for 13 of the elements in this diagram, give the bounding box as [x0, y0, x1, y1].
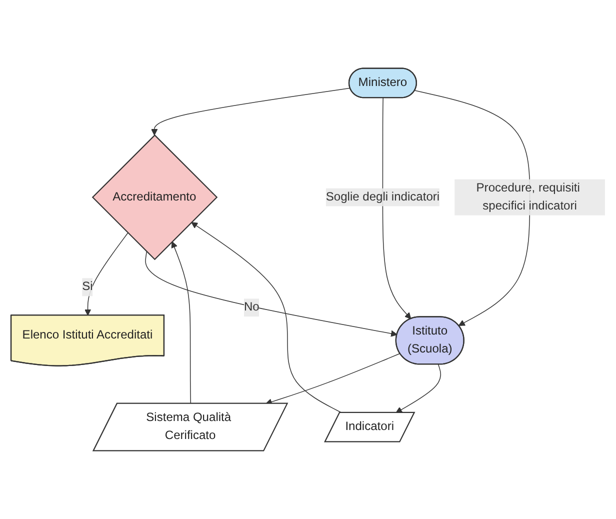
arrow	[396, 364, 442, 414]
arrow	[191, 222, 342, 414]
arrow	[414, 90, 530, 326]
arrow	[151, 88, 351, 136]
edge-label: Si	[82, 280, 93, 294]
node-diamond: Accreditamento	[92, 134, 218, 260]
arrow	[171, 241, 192, 404]
edge-label: Procedure, requisiti specifici indicatori	[476, 181, 580, 212]
arrow	[84, 232, 128, 316]
edge-label: No	[244, 300, 260, 314]
arrow	[382, 98, 412, 320]
arrow	[145, 251, 398, 337]
edge-label: Soglie degli indicatori	[326, 190, 440, 204]
